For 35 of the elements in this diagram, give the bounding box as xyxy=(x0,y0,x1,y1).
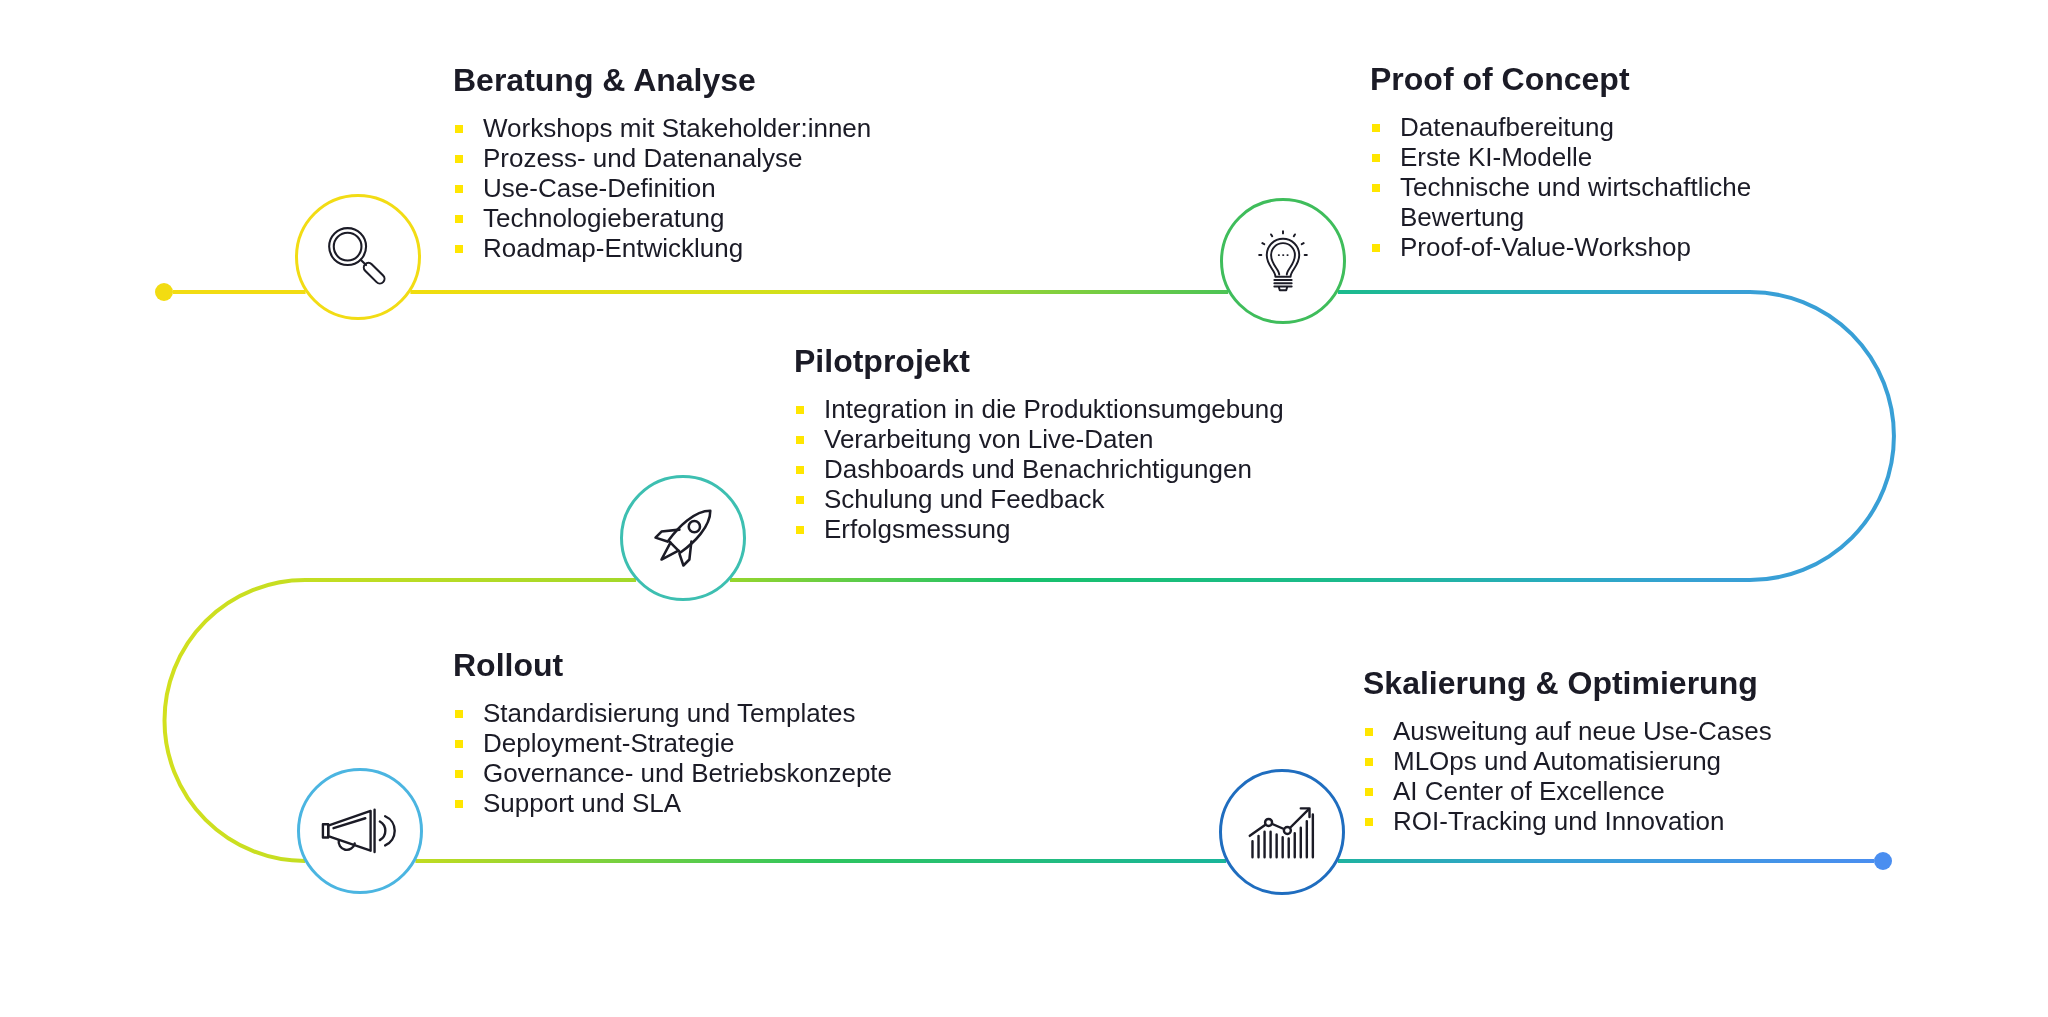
stage-heading: Beratung & Analyse xyxy=(453,61,756,99)
timeline-path xyxy=(729,290,1896,582)
timeline-path xyxy=(410,290,1229,294)
timeline-dot xyxy=(1874,852,1892,870)
list-item-text: Integration in die Produktionsumgebung xyxy=(824,394,1284,424)
list-item-text: Deployment-Strategie xyxy=(483,728,735,758)
list-item-text: Use-Case-Definition xyxy=(483,173,716,203)
stage-heading: Pilotprojekt xyxy=(794,342,970,380)
list-item-text: Standardisierung und Templates xyxy=(483,698,856,728)
list-item-text: Technische und wirtschaftliche Bewertung xyxy=(1400,172,1753,232)
timeline-dot xyxy=(155,283,173,301)
list-item-text: Workshops mit Stakeholder:innen xyxy=(483,113,872,143)
list-item-text: Governance- und Betriebskonzepte xyxy=(483,758,893,788)
timeline-path xyxy=(415,859,1227,863)
list-item-text: Datenaufbereitung xyxy=(1400,112,1614,142)
stage-heading: Rollout xyxy=(453,646,564,684)
stage-heading: Proof of Concept xyxy=(1370,60,1630,98)
list-item-text: Prozess- und Datenanalyse xyxy=(483,143,803,173)
list-item-text: Erste KI-Modelle xyxy=(1400,142,1593,172)
list-item-text: Dashboards und Benachrichtigungen xyxy=(824,454,1252,484)
stage-heading: Skalierung & Optimierung xyxy=(1363,664,1758,702)
list-item-text: Verarbeitung von Live-Daten xyxy=(824,424,1154,454)
timeline-path xyxy=(173,290,306,294)
timeline-path xyxy=(1337,859,1874,863)
list-item-text: Technologieberatung xyxy=(483,203,725,233)
timeline-path xyxy=(162,578,637,863)
list-item-text: Proof-of-Value-Workshop xyxy=(1400,232,1691,262)
list-item-text: ROI-Tracking und Innovation xyxy=(1393,806,1725,836)
list-item-text: Schulung und Feedback xyxy=(824,484,1105,514)
list-item-text: Support und SLA xyxy=(483,788,682,818)
list-item-text: Erfolgsmessung xyxy=(824,514,1011,544)
list-item-text: MLOps und Automatisierung xyxy=(1393,746,1722,776)
list-item-text: AI Center of Excellence xyxy=(1393,776,1665,806)
list-item-text: Ausweitung auf neue Use-Cases xyxy=(1393,716,1772,746)
list-item-text: Roadmap-Entwicklung xyxy=(483,233,744,263)
